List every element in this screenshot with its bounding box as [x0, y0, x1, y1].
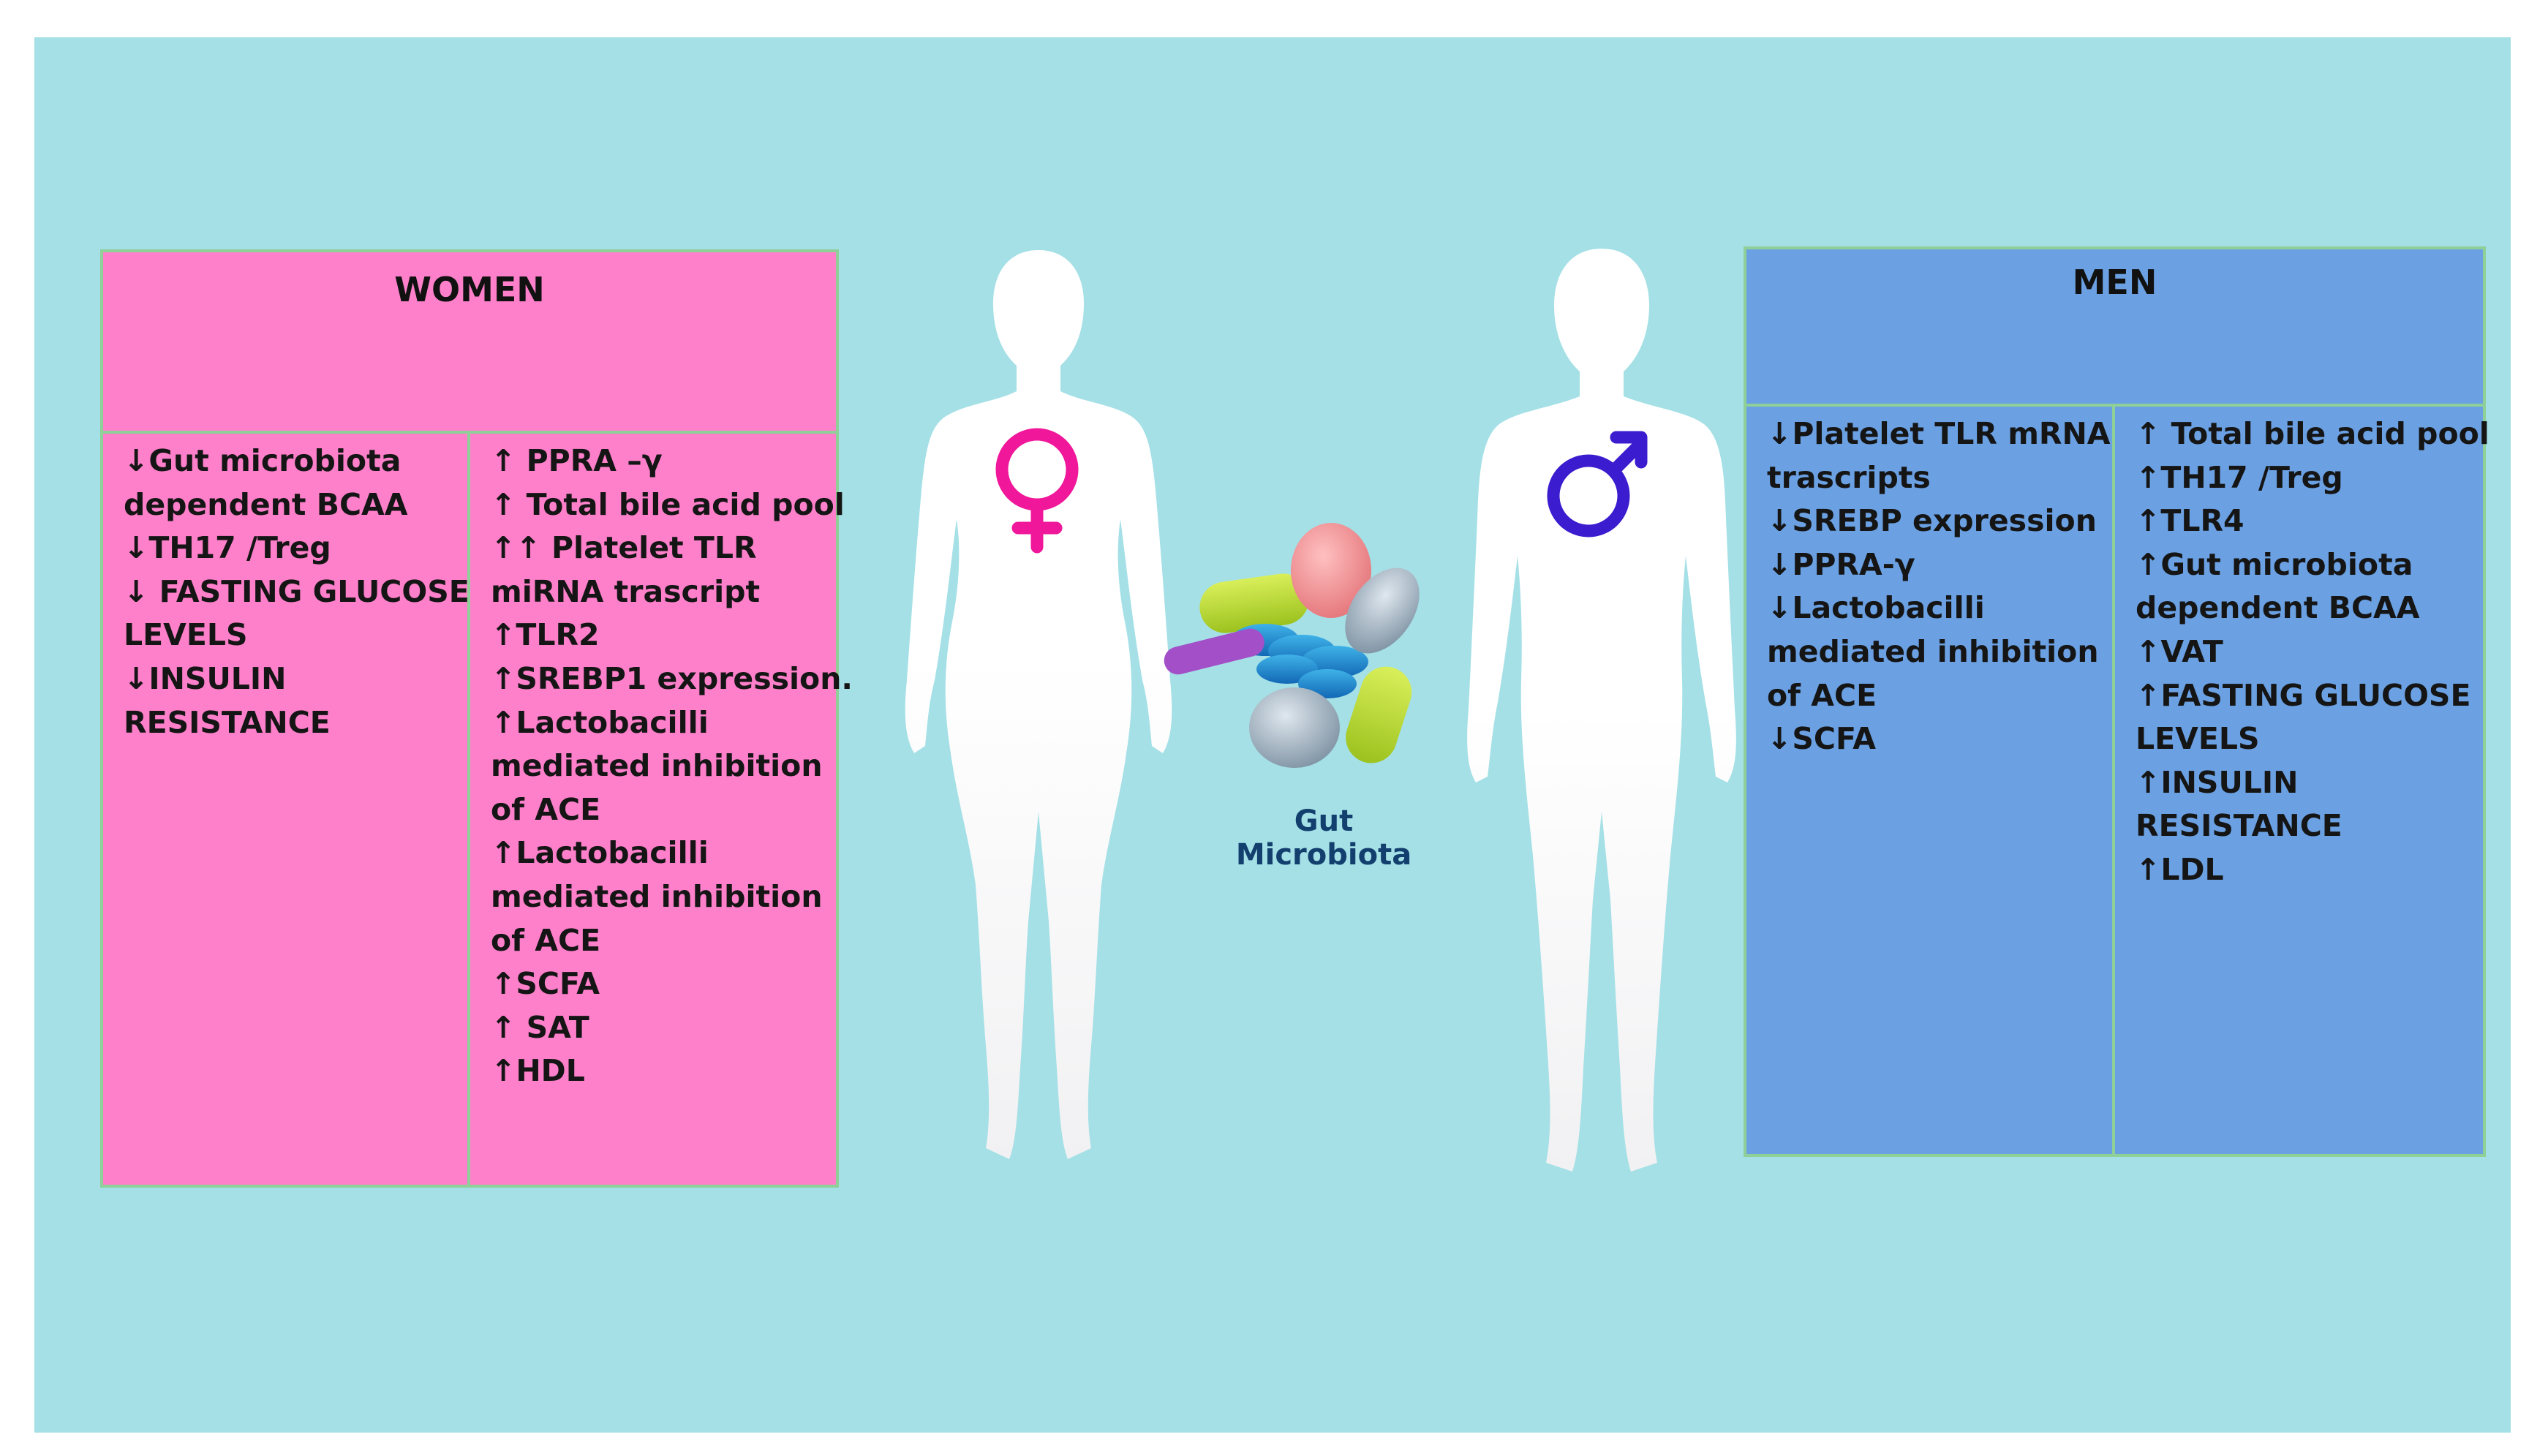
list-item: ↑FASTING GLUCOSE	[2136, 677, 2471, 713]
list-item: ↑SREBP1 expression.	[491, 660, 853, 696]
list-item: ↑TLR4	[2136, 503, 2244, 539]
list-item: ↓PPRA-γ	[1767, 546, 1915, 582]
list-item: dependent BCAA	[2136, 590, 2420, 626]
list-item: ↑ Total bile acid pool	[491, 486, 845, 522]
list-item: ↑LDL	[2136, 851, 2224, 887]
women-title: WOMEN	[103, 252, 836, 434]
list-item: ↓Platelet TLR mRNA	[1767, 416, 2111, 451]
list-item: ↓Lactobacilli	[1767, 590, 1985, 626]
list-item: ↓TH17 /Treg	[124, 530, 331, 566]
list-item: ↑SCFA	[491, 966, 600, 1002]
list-item: ↑ Total bile acid pool	[2136, 416, 2489, 451]
list-item: ↑VAT	[2136, 633, 2223, 669]
grey-round-bacterium	[1249, 687, 1340, 768]
list-item: ↑HDL	[491, 1053, 585, 1089]
male-symbol-icon	[1547, 431, 1648, 537]
list-item: ↑ PPRA –γ	[491, 443, 663, 478]
green-rod-bacterium	[1346, 666, 1412, 763]
list-item: RESISTANCE	[124, 704, 331, 740]
women-left-column: ↓Gut microbiota dependent BCAA ↓TH17 /Treg…	[103, 434, 470, 1185]
list-item: miRNA trascript	[491, 573, 761, 609]
women-right-column: ↑ PPRA –γ ↑ Total bile acid pool ↑↑ Platel…	[470, 434, 853, 1185]
pink-bacterium	[1291, 523, 1371, 618]
list-item: RESISTANCE	[2136, 808, 2342, 844]
list-item: of ACE	[1767, 677, 1877, 713]
list-item: ↑↑ Platelet TLR	[491, 530, 757, 566]
list-item: ↓SREBP expression	[1767, 503, 2097, 539]
list-item: ↑TLR2	[491, 617, 600, 653]
list-item: LEVELS	[2136, 721, 2260, 757]
list-item: trascripts	[1767, 459, 1931, 495]
list-item: of ACE	[491, 791, 601, 827]
list-item: ↑Gut microbiota	[2136, 546, 2413, 582]
list-item: ↓ FASTING GLUCOSE	[124, 573, 470, 609]
list-item: LEVELS	[124, 617, 248, 653]
women-panel: WOMEN ↓Gut microbiota dependent BCAA ↓TH17…	[100, 249, 853, 1188]
female-symbol-icon	[995, 428, 1079, 554]
green-bacterium	[1199, 573, 1309, 633]
purple-bacterium	[1164, 628, 1264, 675]
men-title: MEN	[1746, 249, 2483, 407]
list-item: ↓Gut microbiota	[124, 443, 402, 478]
list-item: dependent BCAA	[124, 486, 408, 522]
men-panel: MEN ↓Platelet TLR mRNA trascripts ↓SREBP e…	[1744, 246, 2489, 1157]
list-item: mediated inhibition	[491, 748, 823, 784]
list-item: of ACE	[491, 922, 601, 958]
gut-microbiota-label: Gut Microbiota	[1235, 804, 1412, 872]
list-item: mediated inhibition	[1767, 633, 2099, 669]
list-item: ↓SCFA	[1767, 721, 1877, 757]
list-item: ↑Lactobacilli	[491, 835, 709, 871]
list-item: ↑ SAT	[491, 1009, 589, 1045]
gut-microbiota-illustration	[1164, 523, 1420, 768]
female-silhouette	[905, 250, 1172, 1159]
list-item: ↑INSULIN	[2136, 764, 2299, 800]
male-silhouette	[1467, 249, 1736, 1172]
list-item: mediated inhibition	[491, 878, 823, 914]
grey-rod-bacterium	[1345, 567, 1420, 654]
list-item: ↓INSULIN	[124, 660, 287, 696]
men-left-column: ↓Platelet TLR mRNA trascripts ↓SREBP expre…	[1746, 407, 2115, 1154]
list-item: ↑TH17 /Treg	[2136, 459, 2343, 495]
men-right-column: ↑ Total bile acid pool ↑TH17 /Treg ↑TLR4 ↑G…	[2115, 407, 2489, 1154]
list-item: ↑Lactobacilli	[491, 704, 709, 740]
